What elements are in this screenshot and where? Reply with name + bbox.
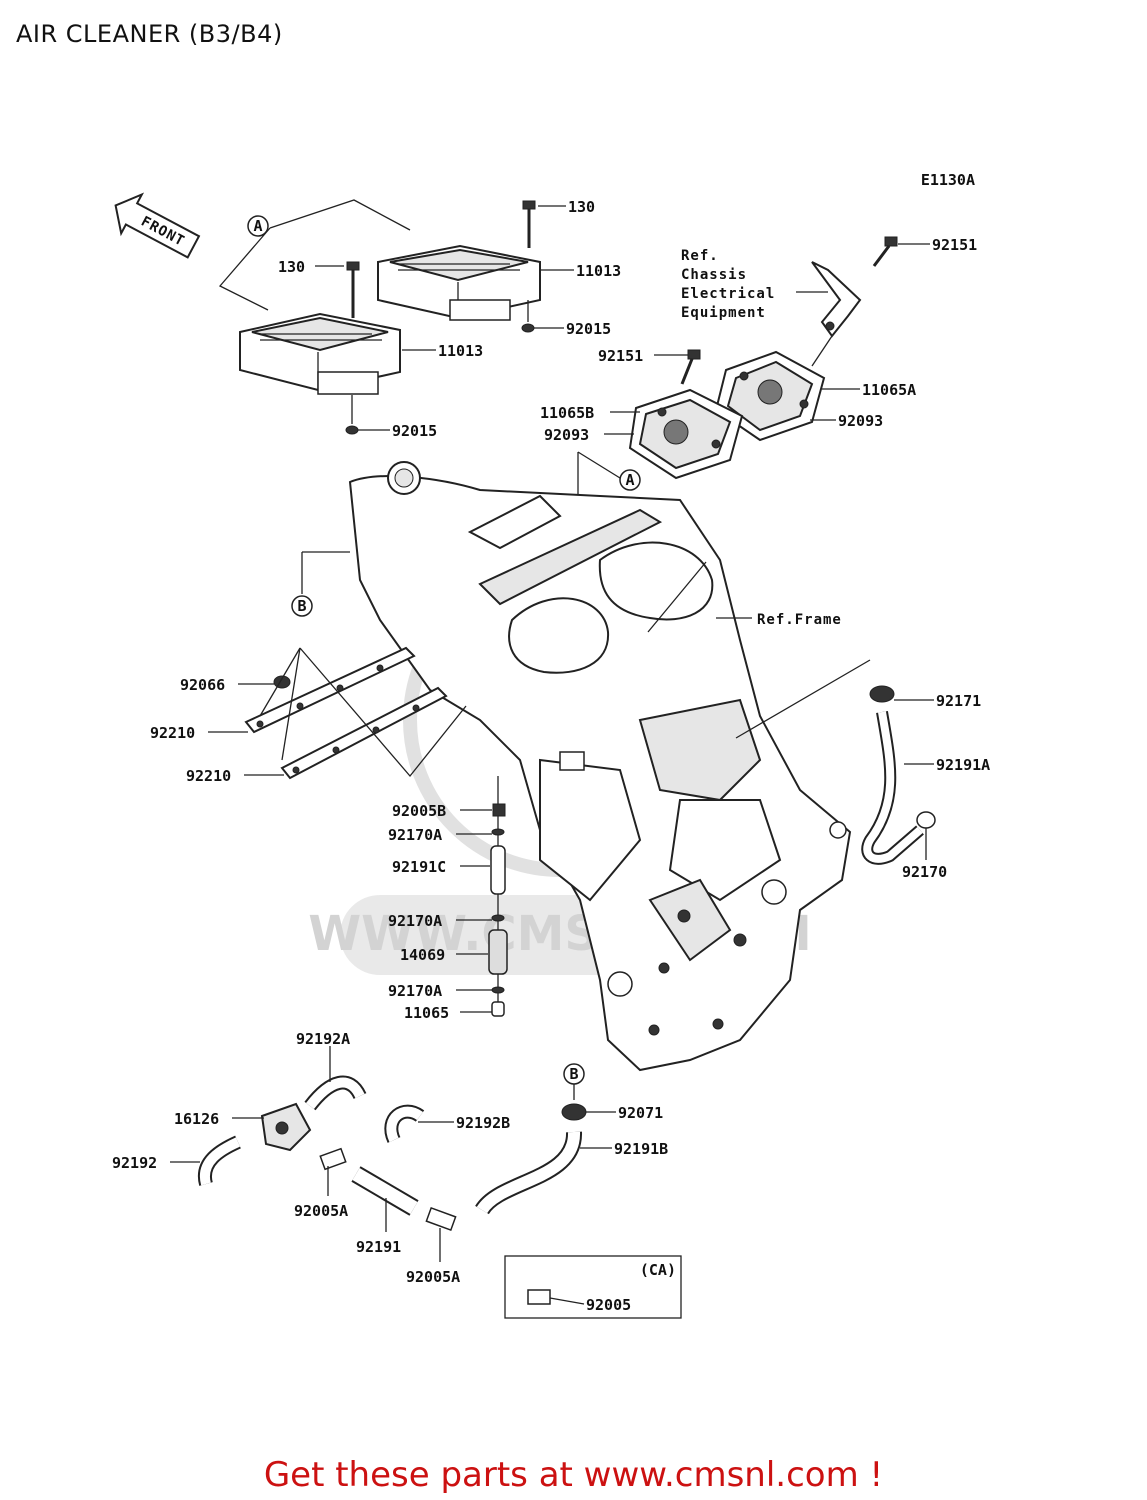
label-92005A-1: 92005A <box>294 1202 348 1220</box>
ref-chassis-electrical: Ref. Chassis Electrical Equipment <box>681 248 828 321</box>
chassis-bracket-icon <box>811 261 862 367</box>
label-92093-right: 92093 <box>838 412 883 430</box>
callout-b-frame-label: B <box>297 597 306 615</box>
fitting-92005A-right-icon <box>425 1207 457 1231</box>
air-cleaner-element-lower <box>239 312 401 395</box>
label-92151-top: 92151 <box>932 236 977 254</box>
diagram-code: E1130A <box>921 171 975 189</box>
hose-92192B-icon <box>384 1104 425 1143</box>
drain-assembly <box>488 776 508 1017</box>
bolt-92151-top-icon <box>872 236 898 267</box>
ref-frame-label: Ref.Frame <box>757 612 842 628</box>
plate-92210-upper-icon <box>244 646 416 734</box>
ref-chassis-line-4: Equipment <box>681 305 766 321</box>
parts-diagram: WWW.CMSNL.COM E1130A FRONT A <box>112 171 990 1319</box>
label-92151-mid: 92151 <box>598 347 643 365</box>
label-92005: 92005 <box>586 1296 631 1314</box>
hose-92192-icon <box>197 1135 241 1186</box>
ref-chassis-line-2: Chassis <box>681 267 747 283</box>
label-92192A: 92192A <box>296 1030 350 1048</box>
label-92015-top: 92015 <box>566 320 611 338</box>
label-92005A-2: 92005A <box>406 1268 460 1286</box>
label-92210-a: 92210 <box>150 724 195 742</box>
callout-b-frame: B <box>291 551 350 617</box>
label-92170: 92170 <box>902 863 947 881</box>
callout-a-frame: A <box>577 451 641 576</box>
ref-chassis-line-3: Electrical <box>681 286 775 302</box>
front-arrow-icon: FRONT <box>114 192 201 259</box>
label-11013-left: 11013 <box>438 342 483 360</box>
nut-92015-left-icon <box>345 395 359 435</box>
label-92066: 92066 <box>180 676 225 694</box>
ref-chassis-line-1: Ref. <box>681 248 719 264</box>
label-92171: 92171 <box>936 692 981 710</box>
air-cleaner-element-upper <box>377 244 541 321</box>
label-92093-left: 92093 <box>544 426 589 444</box>
label-14069: 14069 <box>400 946 445 964</box>
label-92192B: 92192B <box>456 1114 510 1132</box>
intake-duct-11065B <box>628 388 744 480</box>
footer-link[interactable]: Get these parts at www.cmsnl.com ! <box>263 1455 884 1495</box>
page-title: AIR CLEANER (B3/B4) <box>16 20 283 48</box>
label-92071: 92071 <box>618 1104 663 1122</box>
fitting-92005A-left-icon <box>319 1147 347 1171</box>
hose-92191-icon <box>351 1166 419 1216</box>
label-92191C: 92191C <box>392 858 446 876</box>
hose-92192A-icon <box>304 1075 367 1111</box>
valve-16126-icon <box>260 1102 312 1152</box>
ca-variant-box: (CA) <box>504 1255 682 1319</box>
grommet-92071-icon <box>561 1103 587 1121</box>
hose-92191B-icon <box>475 1131 582 1215</box>
plate-92210-lower-icon <box>280 686 448 780</box>
label-92015-left: 92015 <box>392 422 437 440</box>
label-16126: 16126 <box>174 1110 219 1128</box>
label-11065B: 11065B <box>540 404 594 422</box>
intake-duct-11065A <box>714 350 826 442</box>
label-92170A-2: 92170A <box>388 912 442 930</box>
nut-92015-top-icon <box>521 300 535 333</box>
hose-92191A-icon <box>861 685 936 865</box>
label-92191A: 92191A <box>936 756 990 774</box>
callout-a-label: A <box>253 217 262 235</box>
bolt-130-top-icon <box>522 200 536 248</box>
callout-b-lower: B <box>563 1063 585 1100</box>
label-92005B: 92005B <box>392 802 446 820</box>
callout-a-frame-label: A <box>625 471 634 489</box>
callout-b-leaders <box>259 647 467 778</box>
label-92192: 92192 <box>112 1154 157 1172</box>
callout-a-top: A <box>218 199 411 311</box>
label-92191: 92191 <box>356 1238 401 1256</box>
label-11065: 11065 <box>404 1004 449 1022</box>
label-130-top: 130 <box>568 198 595 216</box>
label-92170A-3: 92170A <box>388 982 442 1000</box>
label-130-left: 130 <box>278 258 305 276</box>
ca-label: (CA) <box>640 1261 676 1279</box>
label-11065A: 11065A <box>862 381 916 399</box>
part-labels: 130 130 11013 11013 92015 92015 92151 92… <box>112 198 990 1314</box>
bolt-130-left-icon <box>346 261 360 318</box>
label-92170A-1: 92170A <box>388 826 442 844</box>
label-92191B: 92191B <box>614 1140 668 1158</box>
label-11013-top: 11013 <box>576 262 621 280</box>
callout-b-lower-label: B <box>569 1065 578 1083</box>
label-92210-b: 92210 <box>186 767 231 785</box>
frame-airbox <box>348 461 852 1072</box>
